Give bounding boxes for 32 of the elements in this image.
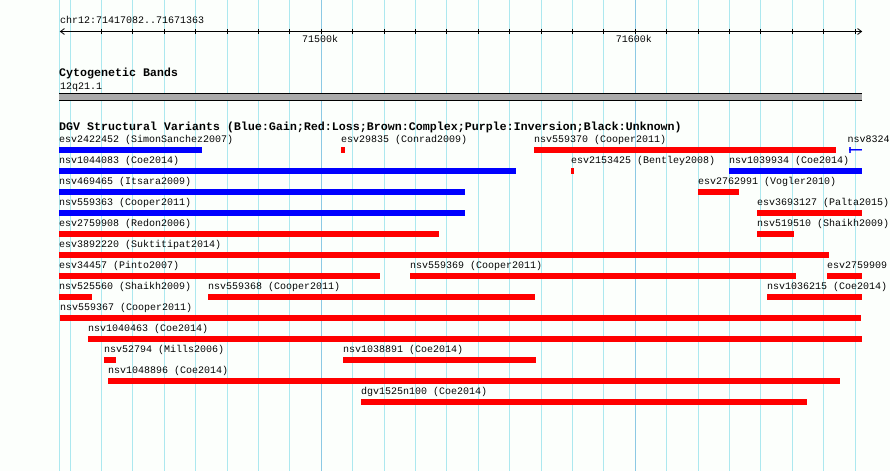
variant-label: esv2422452 (SimonSanchez2007) <box>59 134 234 146</box>
variant-label: nsv1040463 (Coe2014) <box>88 324 208 334</box>
variant-label: esv3693127 (Palta2015) <box>757 198 890 208</box>
variant-label: esv29835 (Conrad2009) <box>341 134 468 146</box>
variant-label: nsv559367 (Cooper2011) <box>60 302 192 314</box>
variant-label: nsv559370 (Cooper2011) <box>534 134 666 146</box>
variant-label: esv2759909 <box>827 260 888 272</box>
coordinate-label: chr12:71417082..71671363 <box>60 16 204 26</box>
variant-label: nsv52794 (Mills2006) <box>104 344 224 356</box>
variant-label: nsv559369 (Cooper2011) <box>410 260 542 272</box>
band-label: 12q21.1 <box>60 82 102 92</box>
variant-label: nsv1048896 (Coe2014) <box>108 366 228 376</box>
track-title: DGV Structural Variants (Blue:Gain;Red:Loss;Brown:Complex;Purple:Inversion;Black:Unknown) <box>59 121 682 134</box>
track-title: Cytogenetic Bands <box>59 67 178 80</box>
variant-label: nsv559368 (Cooper2011) <box>208 282 340 292</box>
variant-label: nsv1044083 (Coe2014) <box>59 156 180 166</box>
variant-label: nsv1039934 (Coe2014) <box>729 156 850 166</box>
variant-label: nsv469465 (Itsara2009) <box>59 176 192 188</box>
variant-label: esv3892220 (Suktitipat2014) <box>59 240 222 250</box>
variant-label: nsv525560 (Shaikh2009) <box>59 282 192 292</box>
variant-label: dgv1525n100 (Coe2014) <box>361 386 488 398</box>
variant-label: esv2762991 (Vogler2010) <box>698 176 836 188</box>
variant-label: nsv1036215 (Coe2014) <box>767 282 888 292</box>
variant-label: nsv1038891 (Coe2014) <box>343 344 464 356</box>
variant-label: esv34457 (Pinto2007) <box>59 260 180 272</box>
tick-label: 71600k <box>616 34 652 46</box>
variant-label: nsv559363 (Cooper2011) <box>59 198 192 208</box>
variant-label: esv2153425 (Bentley2008) <box>571 156 716 166</box>
variant-label: nsv519510 (Shaikh2009) <box>757 218 890 230</box>
variant-label: esv2759908 (Redon2006) <box>59 218 192 230</box>
variant-label: nsv8324 <box>848 134 890 146</box>
tick-label: 71500k <box>302 34 338 46</box>
